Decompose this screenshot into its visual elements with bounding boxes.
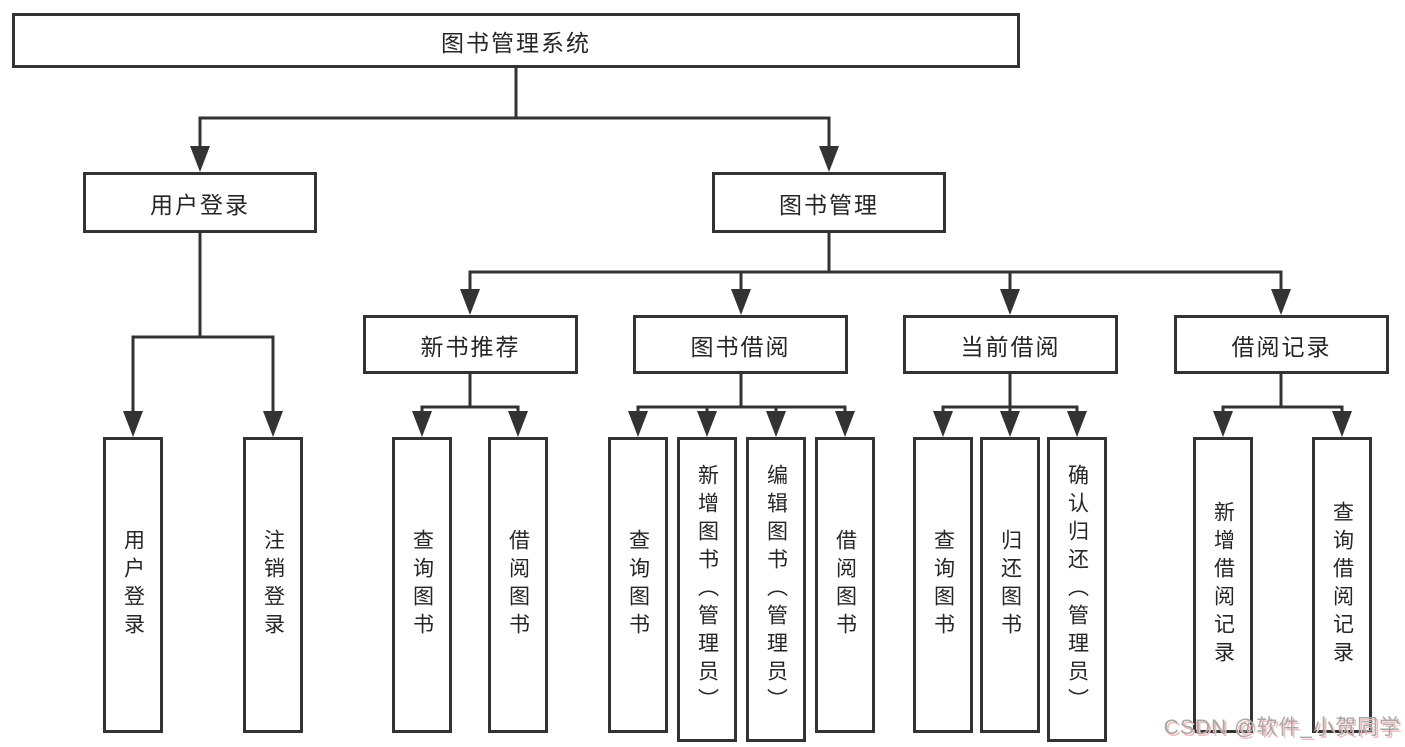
leaf-borrow-books: 借阅图书 — [815, 437, 875, 733]
connector-book-borrow — [628, 372, 855, 437]
leaf-return-books: 归还图书 — [980, 437, 1040, 733]
connector-user-login — [123, 231, 283, 437]
leaf-label: 归还图书 — [998, 529, 1022, 641]
leaf-label: 借阅图书 — [833, 529, 857, 641]
leaf-borrow-books-recommend: 借阅图书 — [488, 437, 548, 733]
leaf-logout: 注销登录 — [243, 437, 303, 733]
leaf-query-books-current: 查询图书 — [913, 437, 973, 733]
node-library-management-system: 图书管理系统 — [12, 13, 1020, 68]
leaf-query-books-recommend: 查询图书 — [392, 437, 452, 733]
leaf-query-books-borrow: 查询图书 — [608, 437, 668, 733]
watermark: CSDN @软件_小贺同学 — [1163, 716, 1401, 739]
node-user-login: 用户登录 — [83, 172, 317, 233]
leaf-user-login: 用户登录 — [103, 437, 163, 733]
leaf-label: 注销登录 — [261, 529, 285, 641]
leaf-label: 查询图书 — [931, 529, 955, 641]
leaf-label: 新增图书（管理员） — [695, 463, 719, 716]
leaf-confirm-return-admin: 确认归还（管理员） — [1047, 437, 1107, 742]
leaf-label: 查询图书 — [626, 529, 650, 641]
node-book-management: 图书管理 — [712, 172, 946, 233]
node-current-borrow: 当前借阅 — [903, 315, 1118, 374]
connector-borrow-records — [1213, 372, 1352, 437]
leaf-label: 借阅图书 — [506, 529, 530, 641]
leaf-edit-books-admin: 编辑图书（管理员） — [746, 437, 806, 742]
leaf-add-books-admin: 新增图书（管理员） — [677, 437, 737, 742]
leaf-label: 用户登录 — [121, 529, 145, 641]
connector-book-management — [460, 231, 1291, 315]
connector-current-borrow — [933, 372, 1087, 437]
leaf-label: 编辑图书（管理员） — [764, 463, 788, 716]
leaf-label: 新增借阅记录 — [1211, 501, 1235, 669]
leaf-label: 确认归还（管理员） — [1065, 463, 1089, 716]
connector-root — [190, 66, 839, 172]
leaf-label: 查询图书 — [410, 529, 434, 641]
node-new-book-recommend: 新书推荐 — [363, 315, 578, 374]
node-book-borrow: 图书借阅 — [633, 315, 848, 374]
node-borrow-records: 借阅记录 — [1174, 315, 1389, 374]
leaf-label: 查询借阅记录 — [1330, 501, 1354, 669]
connector-new-book-rec — [412, 372, 528, 437]
leaf-add-borrow-record: 新增借阅记录 — [1193, 437, 1253, 733]
leaf-query-borrow-record: 查询借阅记录 — [1312, 437, 1372, 733]
